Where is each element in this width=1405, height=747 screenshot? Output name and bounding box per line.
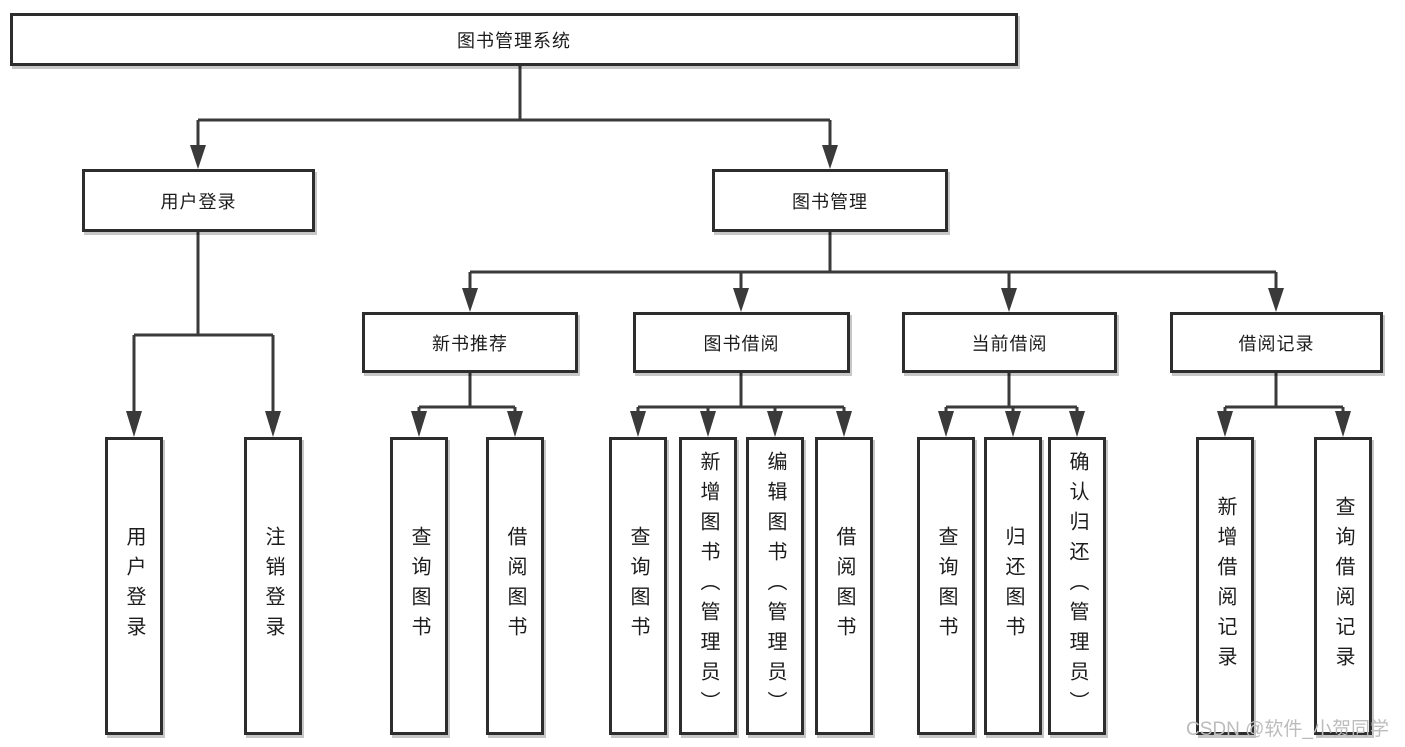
arrowheads — [126, 145, 1351, 437]
node-label: 图书管理系统 — [457, 30, 571, 51]
leaf-borrow-books-borrowing: 借阅图书 — [815, 437, 873, 735]
leaf-confirm-return-admin: 确认归还（管理员） — [1048, 437, 1106, 735]
leaf-query-books-borrowing: 查询图书 — [609, 437, 667, 735]
leaf-borrow-books-recommend: 借阅图书 — [486, 437, 544, 735]
node-new-book-recommendation: 新书推荐 — [362, 312, 578, 373]
node-label: 注销登录 — [262, 526, 284, 646]
node-label: 借阅记录 — [1238, 333, 1315, 354]
node-label: 新书推荐 — [432, 333, 508, 354]
leaf-query-borrow-record: 查询借阅记录 — [1314, 437, 1372, 735]
node-library-management-system: 图书管理系统 — [10, 13, 1018, 66]
node-label: 用户登录 — [123, 526, 145, 646]
node-label: 新增图书（管理员） — [697, 451, 719, 721]
node-label: 查询图书 — [627, 526, 649, 646]
node-label: 新增借阅记录 — [1214, 496, 1236, 676]
node-label: 查询借阅记录 — [1332, 496, 1354, 676]
leaf-user-login: 用户登录 — [105, 437, 163, 735]
leaf-edit-book-admin: 编辑图书（管理员） — [746, 437, 804, 735]
node-label: 确认归还（管理员） — [1066, 451, 1088, 721]
leaf-add-book-admin: 新增图书（管理员） — [679, 437, 737, 735]
node-label: 用户登录 — [160, 191, 237, 212]
leaf-add-borrow-record: 新增借阅记录 — [1196, 437, 1254, 735]
node-label: 借阅图书 — [833, 526, 855, 646]
node-label: 编辑图书（管理员） — [764, 451, 786, 721]
leaf-query-books-current: 查询图书 — [917, 437, 975, 735]
node-label: 查询图书 — [408, 526, 430, 646]
node-borrowing-records: 借阅记录 — [1170, 312, 1383, 373]
node-label: 图书借阅 — [703, 333, 780, 354]
csdn-watermark: CSDN @软件_小贺同学 — [1186, 719, 1389, 740]
node-label: 图书管理 — [792, 191, 868, 212]
node-label: 当前借阅 — [971, 333, 1048, 354]
node-user-login: 用户登录 — [82, 169, 315, 232]
node-label: 借阅图书 — [504, 526, 526, 646]
node-label: 归还图书 — [1002, 526, 1024, 646]
node-label: 查询图书 — [935, 526, 957, 646]
leaf-query-books-recommend: 查询图书 — [390, 437, 448, 735]
node-book-borrowing: 图书借阅 — [633, 312, 850, 373]
node-current-borrowing: 当前借阅 — [902, 312, 1117, 373]
node-book-management: 图书管理 — [712, 169, 948, 232]
leaf-return-books: 归还图书 — [984, 437, 1042, 735]
leaf-logout: 注销登录 — [244, 437, 302, 735]
